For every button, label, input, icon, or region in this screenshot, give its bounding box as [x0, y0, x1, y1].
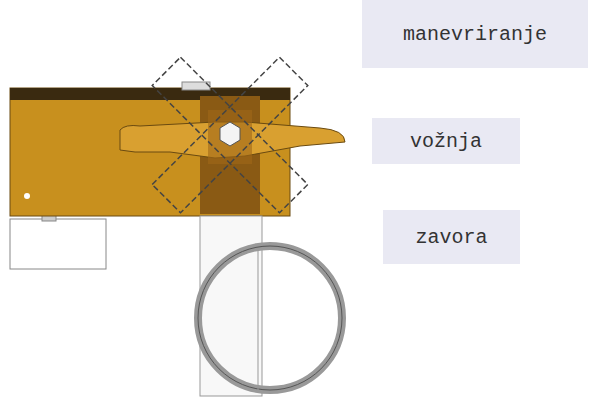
pivot-bolt [220, 122, 240, 146]
position-label: manevriranje [362, 0, 588, 68]
mount-plate [10, 219, 106, 269]
wheel-edge [198, 246, 342, 390]
position-text: manevriranje [403, 23, 547, 46]
caster-fork [200, 216, 262, 396]
position-label: vožnja [372, 118, 520, 164]
position-text: zavora [415, 226, 487, 249]
maneuver-position [152, 57, 308, 213]
body-pocket [200, 96, 260, 214]
wheel [198, 246, 342, 390]
rivet [24, 193, 30, 199]
lever-hub [208, 110, 252, 164]
fork-line [258, 250, 259, 390]
position-text: vožnja [410, 130, 482, 153]
position-label: zavora [383, 210, 520, 264]
brake-position [152, 57, 308, 213]
